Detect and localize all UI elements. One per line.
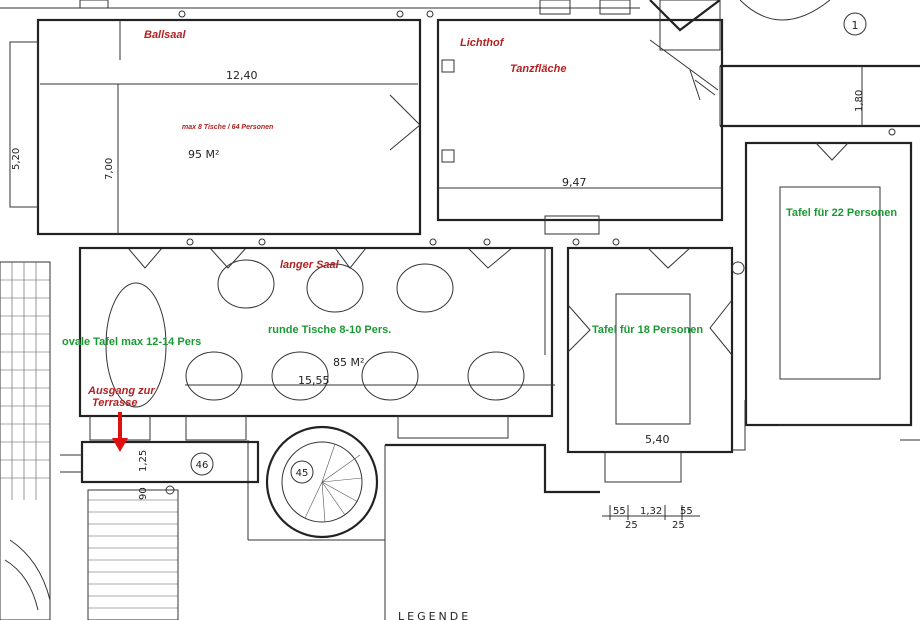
- langer-saal-room: [78, 246, 555, 441]
- top-wall-details: [0, 0, 640, 18]
- terrace-stair-grid: [0, 261, 51, 620]
- label-ballsaal-capacity: max 8 Tische / 64 Personen: [182, 124, 273, 131]
- label-room-45: 45: [296, 468, 309, 479]
- label-ovale-tafel: ovale Tafel max 12-14 Pers: [62, 336, 201, 348]
- room-46-badge: [190, 452, 214, 476]
- text-layer: Ballsaal Lichthof Tanzfläche langer Saal…: [11, 19, 897, 620]
- exit-arrow: [112, 412, 128, 452]
- label-ausgang-1: Ausgang zur: [87, 385, 155, 397]
- dim-ballsaal-depth: 5,20: [11, 148, 22, 170]
- dim-lichthof-width: 9,47: [562, 176, 587, 189]
- dim-55b: 55: [680, 506, 693, 517]
- room-46: [60, 440, 260, 484]
- label-room-46: 46: [196, 460, 209, 471]
- dim-ballsaal-width: 12,40: [226, 69, 258, 82]
- round-table-6: [361, 351, 419, 401]
- room-tafel-22: [744, 141, 913, 427]
- dim-132: 1,32: [640, 506, 662, 517]
- dim-langer-saal-width: 15,55: [298, 374, 330, 387]
- dim-room18-width: 5,40: [645, 433, 670, 446]
- label-legende: LEGENDE: [398, 610, 471, 620]
- dim-ballsaal-area: 95 M²: [188, 148, 219, 161]
- dim-right-small: 1,80: [854, 90, 865, 112]
- dim-stair-90: 90: [138, 487, 149, 500]
- label-langer-saal: langer Saal: [280, 259, 340, 271]
- table-18-rect: [615, 293, 691, 425]
- round-table-3: [396, 263, 454, 313]
- table-22-rect: [779, 186, 881, 380]
- oval-table: [105, 282, 167, 408]
- room-tafel-18: [566, 246, 734, 520]
- round-table-2: [306, 263, 364, 313]
- dim-55a: 55: [613, 506, 626, 517]
- label-ausgang-2: Terrasse: [92, 397, 137, 409]
- label-tafel-22: Tafel für 22 Personen: [786, 207, 897, 219]
- spiral-staircase-45: [265, 425, 379, 539]
- dim-25b: 25: [672, 520, 685, 531]
- round-table-1: [217, 259, 275, 309]
- ballsaal-room: [9, 18, 422, 269]
- lichthof-room: [436, 18, 724, 269]
- wall-markers: [165, 238, 745, 495]
- label-runde-tische: runde Tische 8-10 Pers.: [268, 324, 391, 336]
- round-table-5: [271, 351, 329, 401]
- lower-walls: [247, 400, 920, 620]
- exit-stairs: [87, 489, 179, 620]
- label-tafel-18: Tafel für 18 Personen: [592, 324, 703, 336]
- right-upper-area: [649, 0, 920, 136]
- dim-langer-saal-area: 85 M²: [333, 356, 364, 369]
- dim-stair-125: 1,25: [138, 450, 149, 472]
- label-tanzflaeche: Tanzfläche: [510, 63, 566, 75]
- dim-25a: 25: [625, 520, 638, 531]
- room-45-badge: [290, 460, 314, 484]
- label-lichthof: Lichthof: [460, 37, 505, 49]
- round-table-4: [185, 351, 243, 401]
- label-ballsaal: Ballsaal: [144, 29, 187, 41]
- label-circle-1: 1: [852, 19, 859, 32]
- round-table-7: [467, 351, 525, 401]
- dim-ballsaal-inner: 7,00: [104, 158, 115, 180]
